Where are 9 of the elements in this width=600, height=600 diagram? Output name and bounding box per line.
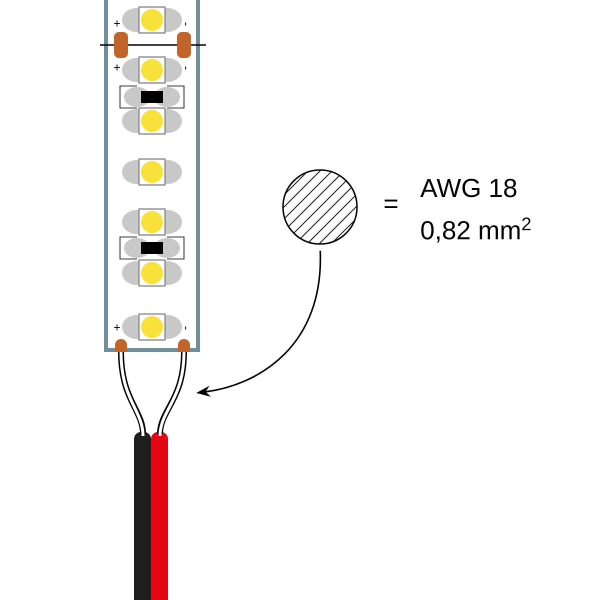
polarity-sign: - — [185, 66, 186, 70]
cross-section-circle — [282, 169, 358, 245]
polarity-sign: + — [114, 64, 120, 70]
polarity-sign: - — [185, 22, 186, 26]
polarity-sign: + — [114, 20, 120, 26]
polarity-sign: + — [114, 324, 120, 330]
wire-drawing — [118, 352, 187, 436]
polarity-sign: - — [185, 326, 186, 330]
equals-sign: = — [384, 200, 398, 208]
